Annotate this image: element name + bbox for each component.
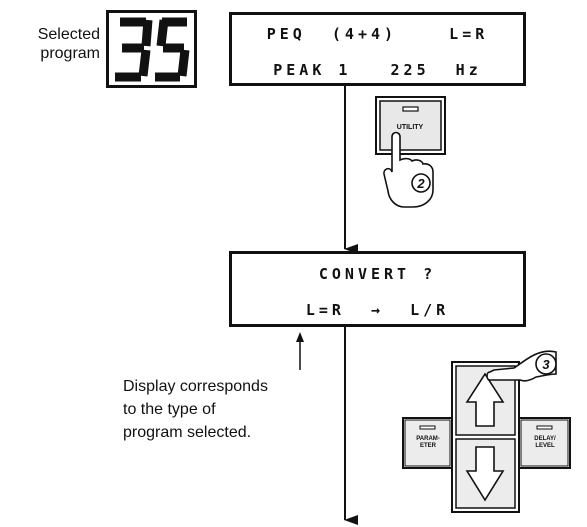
display-note: Display corresponds to the type of progr… [123,375,323,444]
note-pointer-arrowhead [296,332,304,342]
display-peq-line1: PEQ (4+4) L=R [266,25,489,43]
display-note-line2: to the type of [123,401,216,418]
param-key-label-1: PARAM- [416,436,440,442]
selected-program-label: Selected program [0,25,100,63]
display-convert-line1: CONVERT ? [318,265,437,283]
selected-program-label-line1: Selected [37,26,100,43]
down-key[interactable] [455,438,516,509]
display-note-line1: Display corresponds [123,378,268,395]
delay-key-label-1: DELAY/ [534,436,556,442]
display-convert: CONVERT ? L=R → L/R [229,251,526,327]
up-arrow-icon [465,372,505,427]
pointing-hand-icon-2 [486,350,557,382]
digit-5-segments [155,17,190,82]
pointing-hand-icon [383,131,434,208]
updown-key-block [451,361,520,513]
delay-key-label-2: LEVEL [535,443,555,449]
utility-key[interactable]: UTILITY [375,96,446,155]
digit-3-segments [115,17,153,82]
selected-program-label-line2: program [40,45,100,62]
display-peq-line2: PEAK 1 225 Hz [273,61,482,79]
delay-level-key[interactable]: DELAY/ LEVEL [518,417,571,469]
display-note-line3: program selected. [123,424,252,441]
step-2-number: 2 [416,176,425,191]
param-key-label-2: ETER [420,443,437,449]
down-arrow-icon [465,446,505,502]
utility-key-label: UTILITY [397,124,424,131]
param-key[interactable]: PARAM- ETER [402,417,453,469]
seven-segment-digits [115,17,190,82]
display-convert-line2: L=R → L/R [305,301,450,319]
step-3-number: 3 [542,357,550,372]
display-peq: PEQ (4+4) L=R PEAK 1 225 Hz [229,12,526,86]
utility-key-led [402,106,419,112]
